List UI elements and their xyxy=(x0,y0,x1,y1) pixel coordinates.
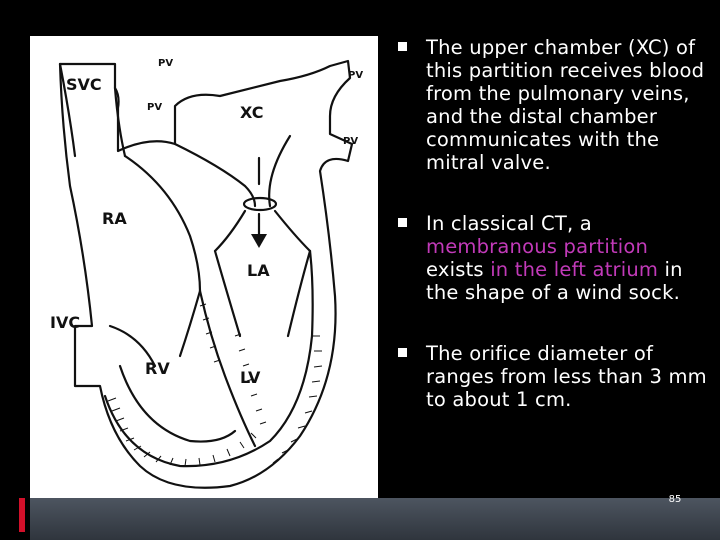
label-ivc: IVC xyxy=(50,313,80,332)
footer-accent xyxy=(19,498,25,532)
highlight-left-atrium: in the left atrium xyxy=(490,258,659,281)
xc-orifice xyxy=(242,196,278,212)
label-pv-lower: PV xyxy=(343,136,358,147)
xc-membrane xyxy=(173,142,257,208)
flow-arrow-head xyxy=(251,234,267,248)
label-pv-right: PV xyxy=(348,70,363,81)
page-number: 85 xyxy=(668,494,682,505)
label-pv-top: PV xyxy=(158,58,173,69)
bullet-list: The upper chamber (XC) of this partition… xyxy=(398,36,710,449)
footer-bar xyxy=(30,498,720,540)
bullet-text-2b: exists xyxy=(426,258,491,281)
tricuspid-valve xyxy=(108,324,157,368)
top-band xyxy=(30,0,720,36)
bullet-text-3: The orifice diameter of ranges from less… xyxy=(426,342,707,411)
bullet-text-2a: In classical CT, a xyxy=(426,212,592,235)
bullet-square-icon xyxy=(398,42,407,51)
highlight-membranous-partition: membranous partition xyxy=(426,235,649,258)
label-svc: SVC xyxy=(66,75,102,94)
bullet-item-1: The upper chamber (XC) of this partition… xyxy=(398,36,710,174)
right-atrium-wall xyxy=(123,154,202,293)
bullet-text-1: The upper chamber (XC) of this partition… xyxy=(426,36,705,174)
left-strip xyxy=(0,0,30,540)
myocardium-hatching xyxy=(107,303,323,467)
bullet-item-2: In classical CT, a membranous partition … xyxy=(398,212,710,304)
label-xc: XC xyxy=(240,103,264,122)
ventricular-septum xyxy=(198,289,257,448)
label-la: LA xyxy=(247,261,270,280)
bullet-square-icon xyxy=(398,348,407,357)
label-ra: RA xyxy=(102,209,127,228)
mitral-valve xyxy=(213,249,242,338)
heart-diagram: SVC PV PV PV PV XC RA LA IVC RV LV xyxy=(30,36,378,498)
bullet-square-icon xyxy=(398,218,407,227)
bullet-text-2c: in the shape of a wind sock. xyxy=(426,258,683,304)
heart-outline xyxy=(58,59,354,489)
label-rv: RV xyxy=(145,359,170,378)
bullet-item-3: The orifice diameter of ranges from less… xyxy=(398,342,710,411)
label-pv-left: PV xyxy=(147,102,162,113)
label-lv: LV xyxy=(240,368,261,387)
